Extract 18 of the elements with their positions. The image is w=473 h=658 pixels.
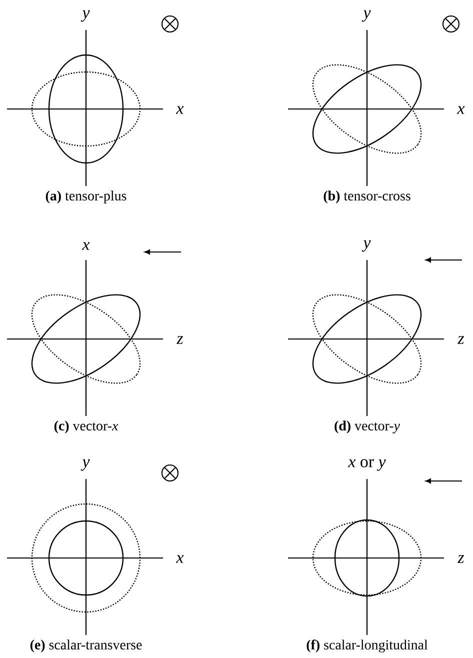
axis-label: z <box>458 336 464 344</box>
axis-label: z <box>458 555 464 563</box>
axis-label: y <box>80 459 90 471</box>
panel-caption: (d) vector-y <box>334 420 400 434</box>
axis-label: x or y <box>348 459 386 471</box>
axis-label: x <box>82 242 90 250</box>
axis-label: z <box>176 336 184 344</box>
axis-label: y <box>362 10 371 22</box>
panel-caption: (e) scalar-transverse <box>30 640 142 652</box>
axis-label: y <box>362 240 371 252</box>
axis-label: x <box>457 106 465 114</box>
axis-label: x <box>176 555 184 563</box>
panel-caption: (a) tensor-plus <box>46 190 126 204</box>
axis-label: y <box>80 10 90 22</box>
panel-caption: (f) scalar-longitudinal <box>306 640 428 652</box>
panel-caption: (c) vector-x <box>54 420 118 434</box>
axis-label: x <box>176 106 184 114</box>
panel-caption: (b) tensor-cross <box>324 190 410 204</box>
